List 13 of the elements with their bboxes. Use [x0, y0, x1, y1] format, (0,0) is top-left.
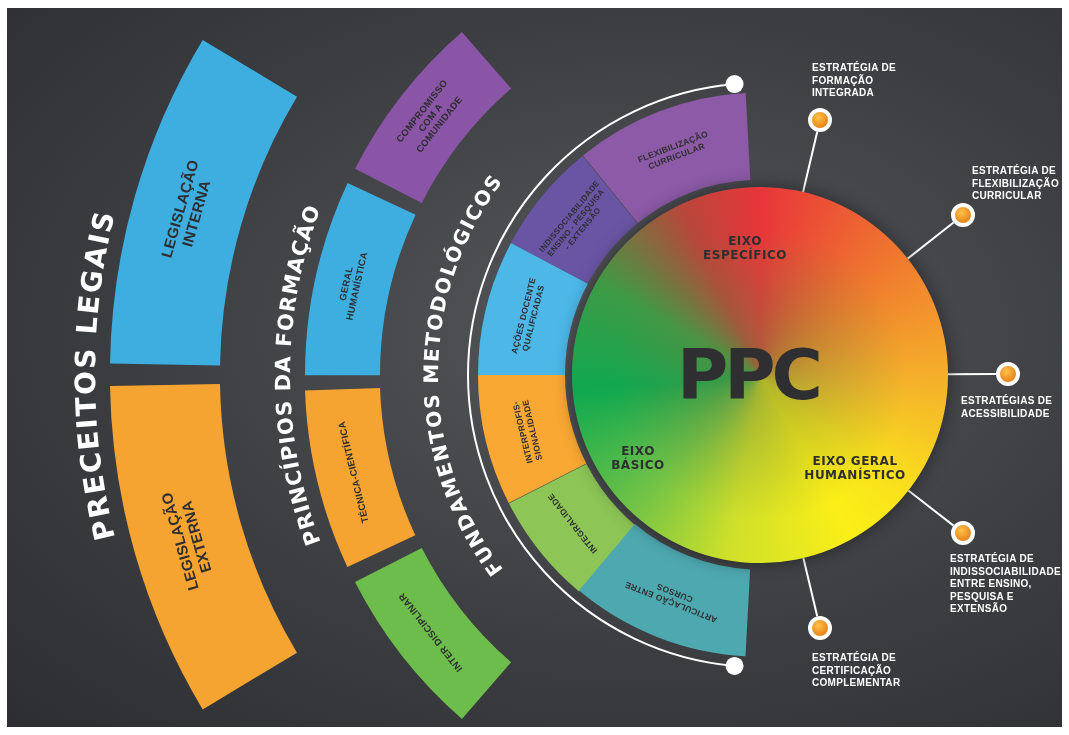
- strategy-label: ESTRATÉGIAS DE ACESSIBILIDADE: [961, 395, 1054, 420]
- strategy-label: ESTRATÉGIA DE CERTIFICAÇÃO COMPLEMENTAR: [812, 652, 902, 690]
- connector-line: [906, 221, 955, 260]
- connector-line: [947, 373, 997, 376]
- axis-label: EIXO BÁSICO: [611, 445, 665, 473]
- strategy-label: ESTRATÉGIA DE FORMAÇÃO INTEGRADA: [812, 62, 897, 100]
- connector-line: [802, 556, 819, 618]
- strategy-label: ESTRATÉGIA DE FLEXIBILIZAÇÃO CURRICULAR: [972, 165, 1060, 203]
- strategy-label: ESTRATÉGIA DE INDISSOCIABILIDADE ENTRE ENSINO, PESQUISA E EXTENSÃO: [950, 553, 1062, 616]
- connector-line: [802, 130, 819, 193]
- axis-label: EIXO GERAL HUMANÍSTICO: [804, 455, 906, 483]
- connector-line: [907, 489, 955, 527]
- axis-label: EIXO ESPECÍFICO: [703, 235, 787, 263]
